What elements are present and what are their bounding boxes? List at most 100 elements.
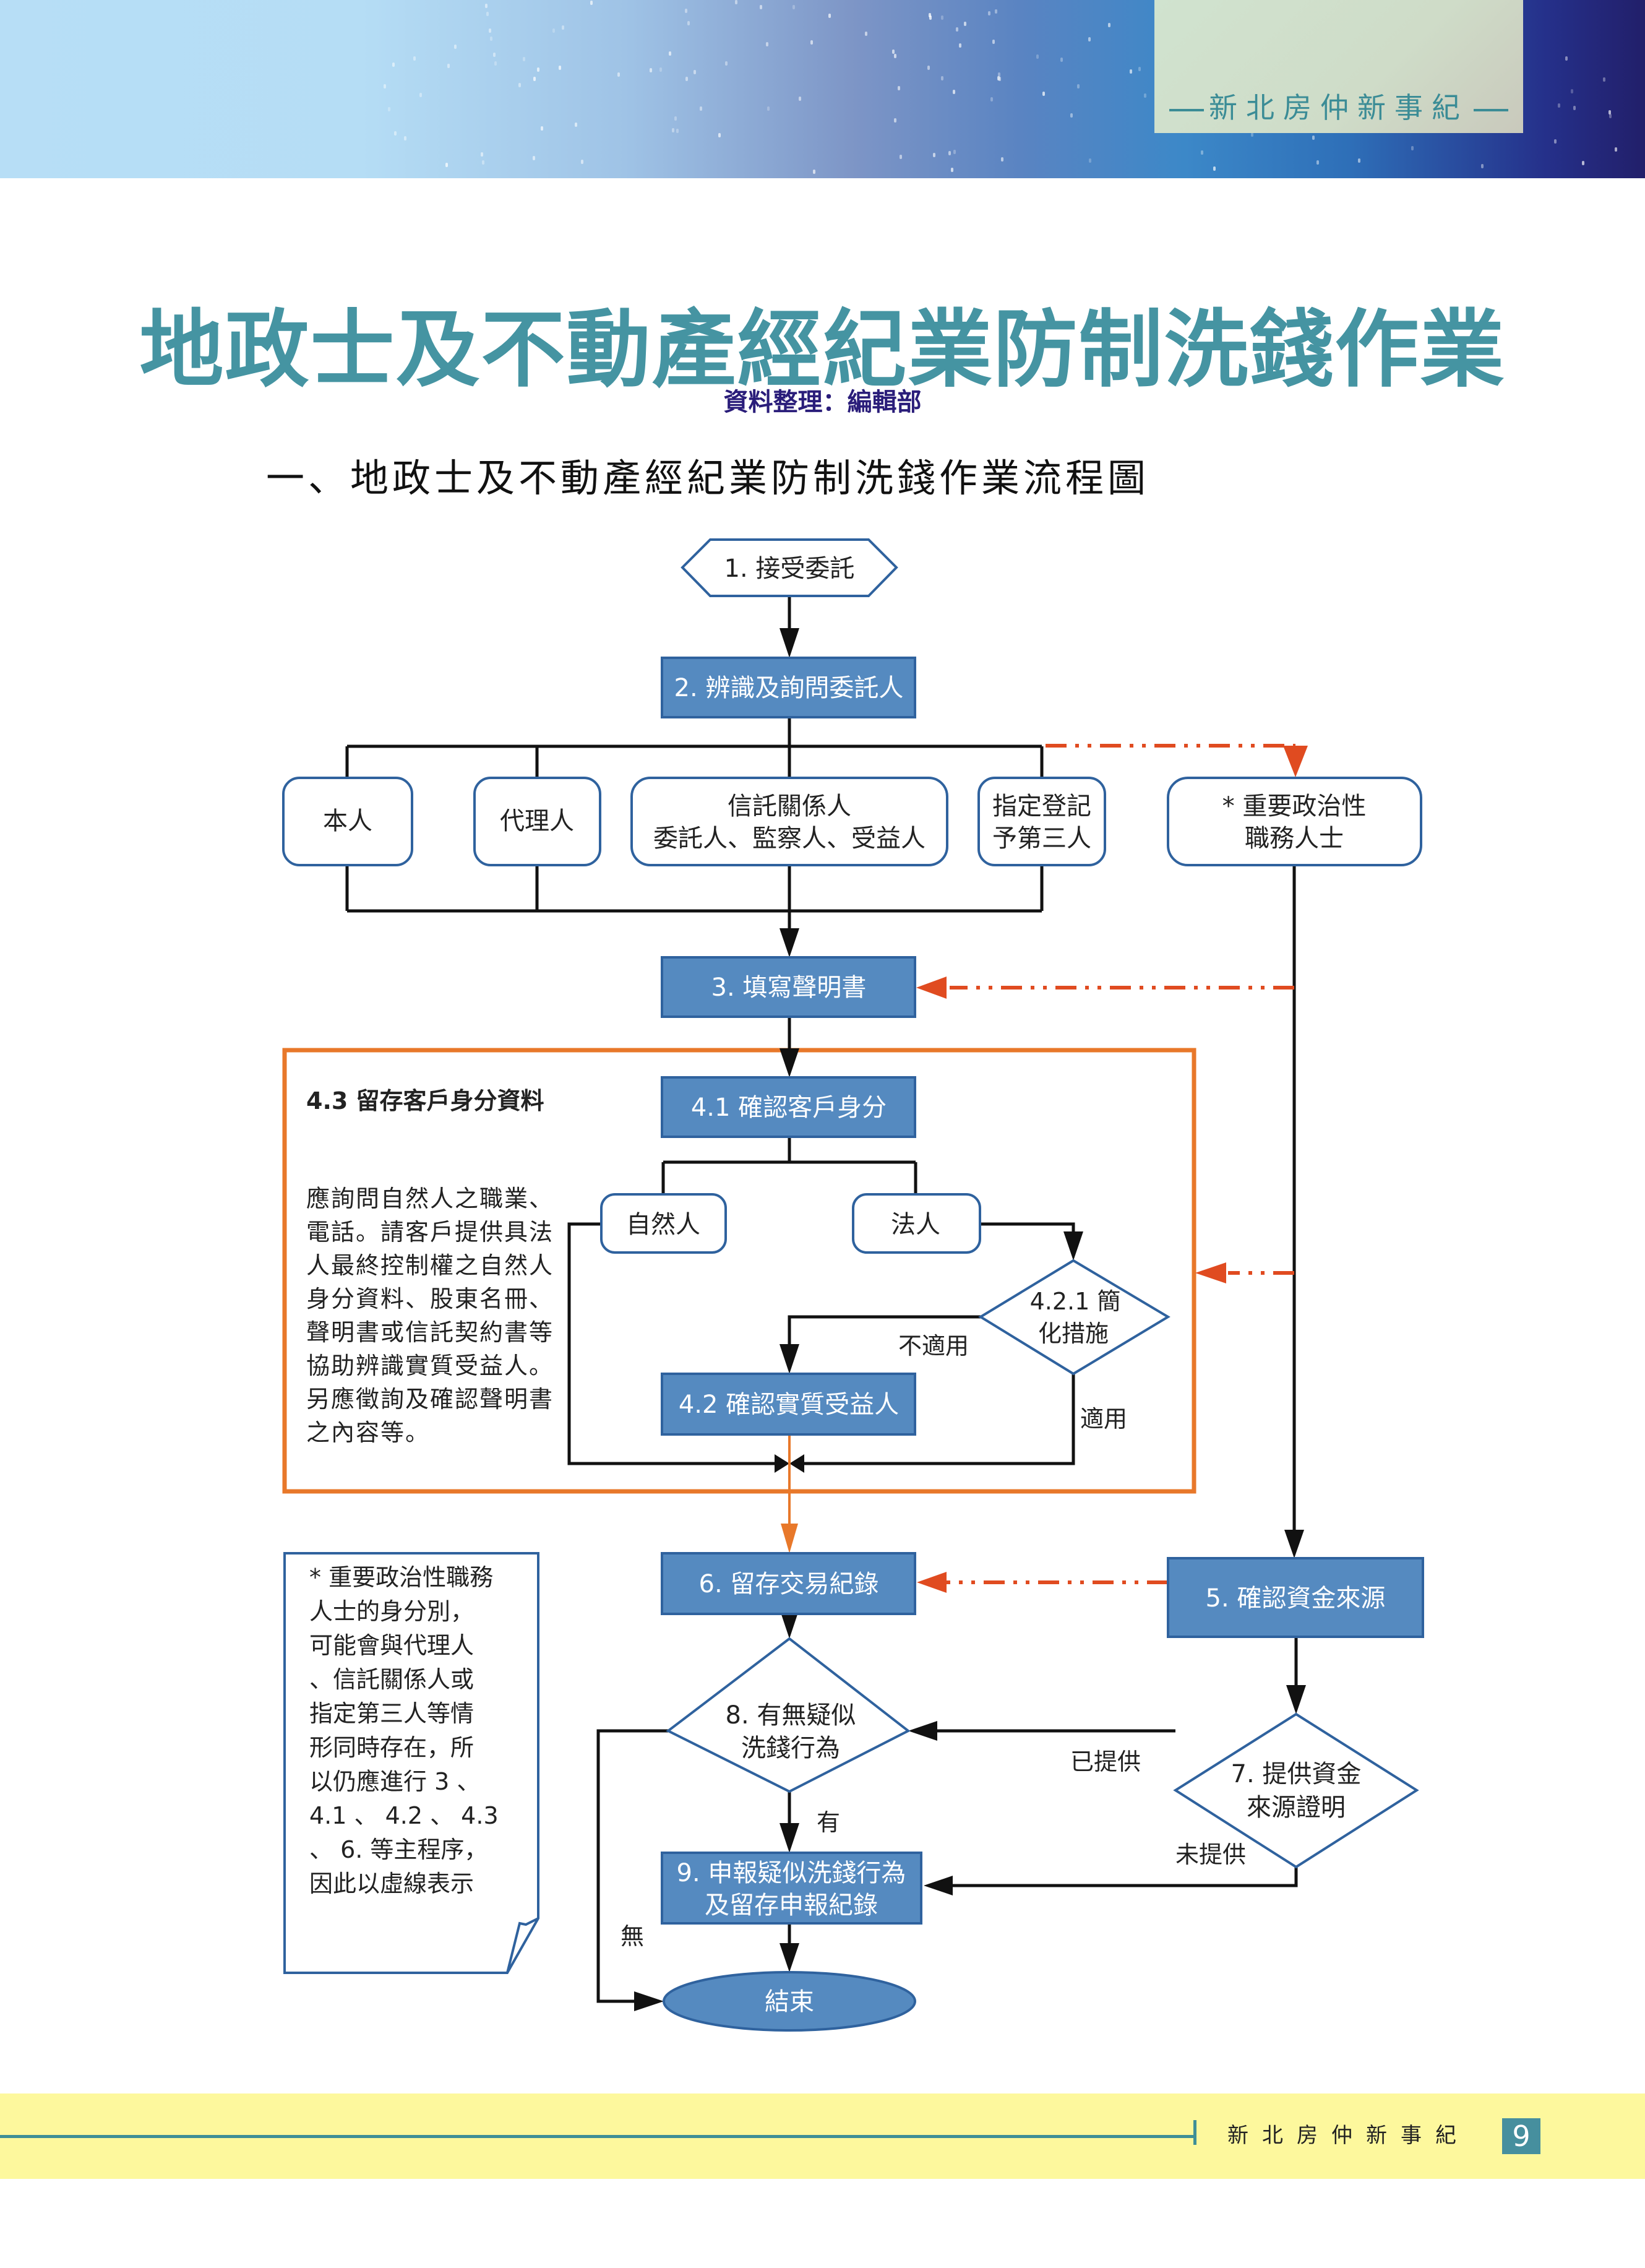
star-speck [1036, 54, 1039, 59]
star-speck [674, 116, 677, 121]
star-speck [668, 51, 671, 56]
star-speck [518, 82, 522, 87]
star-speck [1200, 150, 1203, 155]
emblem-rule-right [1474, 108, 1508, 111]
star-speck [995, 9, 998, 14]
star-speck [1089, 158, 1092, 163]
star-speck [494, 61, 497, 66]
retain-identity-heading: 4.3 留存客戶身分資料 [306, 1087, 544, 1115]
legal-person-label: 法人 [891, 1210, 940, 1239]
decision-simplified-measures: 4.2.1 簡 化措施 [978, 1259, 1170, 1376]
pep-note-line: 、信託關係人或 [309, 1666, 475, 1693]
node-verify-beneficial-owner: 4.2 確認實質受益人 [661, 1373, 916, 1436]
decision-421-label-2: 化措施 [1038, 1320, 1109, 1347]
pep-note-line: 4.1 、 4.2 、 4.3 [309, 1802, 499, 1829]
edge-legal-421 [980, 1222, 1075, 1247]
node-9-label-1: 9. 申報疑似洗錢行為 [677, 1859, 906, 1887]
star-speck [997, 75, 1000, 80]
decision-7-label-1: 7. 提供資金 [1231, 1760, 1362, 1788]
star-speck [900, 155, 903, 160]
star-speck [1129, 69, 1132, 74]
star-speck [928, 13, 931, 18]
decision-8-label-2: 洗錢行為 [741, 1734, 840, 1762]
node-identify-client: 2. 辨識及詢問委託人 [661, 657, 916, 718]
star-speck [828, 13, 831, 18]
star-speck [388, 107, 391, 112]
star-speck [574, 122, 577, 127]
node-3-label: 3. 填寫聲明書 [711, 973, 867, 1002]
star-speck [482, 160, 485, 165]
star-speck [617, 72, 621, 77]
star-speck [1614, 147, 1617, 152]
star-speck [941, 76, 944, 80]
node-9-label-2: 及留存申報紀錄 [705, 1891, 878, 1920]
star-speck [1042, 91, 1046, 96]
node-42-label: 4.2 確認實質受益人 [679, 1391, 899, 1419]
star-speck [891, 49, 895, 54]
star-speck [481, 152, 484, 157]
decision-proof-of-funds: 7. 提供資金 來源證明 [1173, 1712, 1419, 1869]
star-speck [898, 86, 901, 91]
star-speck [484, 3, 487, 8]
edge-label-no: 無 [621, 1923, 644, 1950]
pep-note-text: * 重要政治性職務人士的身分別，可能會與代理人、信託關係人或指定第三人等情形同時… [309, 1561, 520, 1901]
star-speck [486, 12, 489, 17]
star-speck [998, 77, 1001, 82]
end-label: 結束 [765, 1988, 814, 2016]
star-speck [1581, 160, 1584, 165]
star-speck [1000, 157, 1003, 162]
node-fill-declaration: 3. 填寫聲明書 [661, 956, 916, 1018]
star-speck [1608, 110, 1611, 114]
star-speck [929, 15, 932, 20]
star-speck [453, 44, 457, 49]
section-heading: 一、地政士及不動產經紀業防制洗錢作業流程圖 [266, 455, 1150, 501]
node-principal: 本人 [282, 777, 413, 866]
node-natural-person: 自然人 [600, 1193, 727, 1254]
pep-note-line: 可能會與代理人 [309, 1632, 475, 1659]
star-speck [676, 129, 679, 134]
masthead-label: 新北房仲新事紀 [1154, 85, 1523, 126]
star-speck [523, 56, 526, 61]
edge-8-end-no [596, 1729, 668, 2003]
pep-note-line: 以仍應進行 3 、 [309, 1768, 481, 1795]
star-speck [1070, 113, 1073, 118]
trust-label-1: 信託關係人 [728, 792, 851, 821]
pep-note-line: * 重要政治性職務 [309, 1564, 494, 1591]
node-agent: 代理人 [473, 777, 601, 866]
star-speck [767, 106, 770, 111]
star-speck [950, 167, 953, 172]
pep-note-line: 因此以虛線表示 [309, 1870, 475, 1897]
footer-rule-tick [1193, 2120, 1196, 2145]
star-speck [1316, 160, 1319, 165]
arrowheads [634, 628, 1306, 2011]
edge-421-applicable [804, 1374, 1075, 1465]
star-speck [536, 67, 539, 72]
footer-masthead: 新北房仲新事紀 [1227, 2123, 1470, 2148]
star-speck [799, 96, 802, 101]
edge-label-not-provided: 未提供 [1175, 1841, 1246, 1868]
edge-label-not-applicable: 不適用 [898, 1332, 969, 1360]
designated-label-2: 予第三人 [992, 824, 1091, 853]
star-speck [760, 5, 763, 10]
masthead-emblem: 新北房仲新事紀 [1154, 0, 1523, 133]
pep-note-box [283, 1552, 539, 1974]
edge-natural-merge [567, 1222, 775, 1465]
star-speck [1565, 56, 1568, 61]
star-speck [1480, 164, 1484, 169]
star-speck [1603, 77, 1606, 82]
pep-note-line: 人士的身分別， [309, 1598, 475, 1625]
star-speck [659, 67, 663, 72]
node-designated-third-party: 指定登記 予第三人 [977, 777, 1106, 866]
star-speck [559, 65, 562, 70]
star-speck [552, 28, 556, 33]
node-5-label: 5. 確認資金來源 [1206, 1584, 1386, 1613]
edge-label-yes: 有 [817, 1809, 840, 1836]
connectors [345, 596, 1298, 2003]
node-legal-person: 法人 [852, 1193, 981, 1254]
decision-8-label-1: 8. 有無疑似 [726, 1701, 856, 1730]
star-speck [1250, 132, 1253, 137]
edge-label-applicable: 適用 [1080, 1405, 1127, 1433]
star-speck [1411, 146, 1414, 151]
node-verify-client-identity: 4.1 確認客戶身分 [661, 1076, 916, 1138]
star-speck [392, 62, 395, 67]
